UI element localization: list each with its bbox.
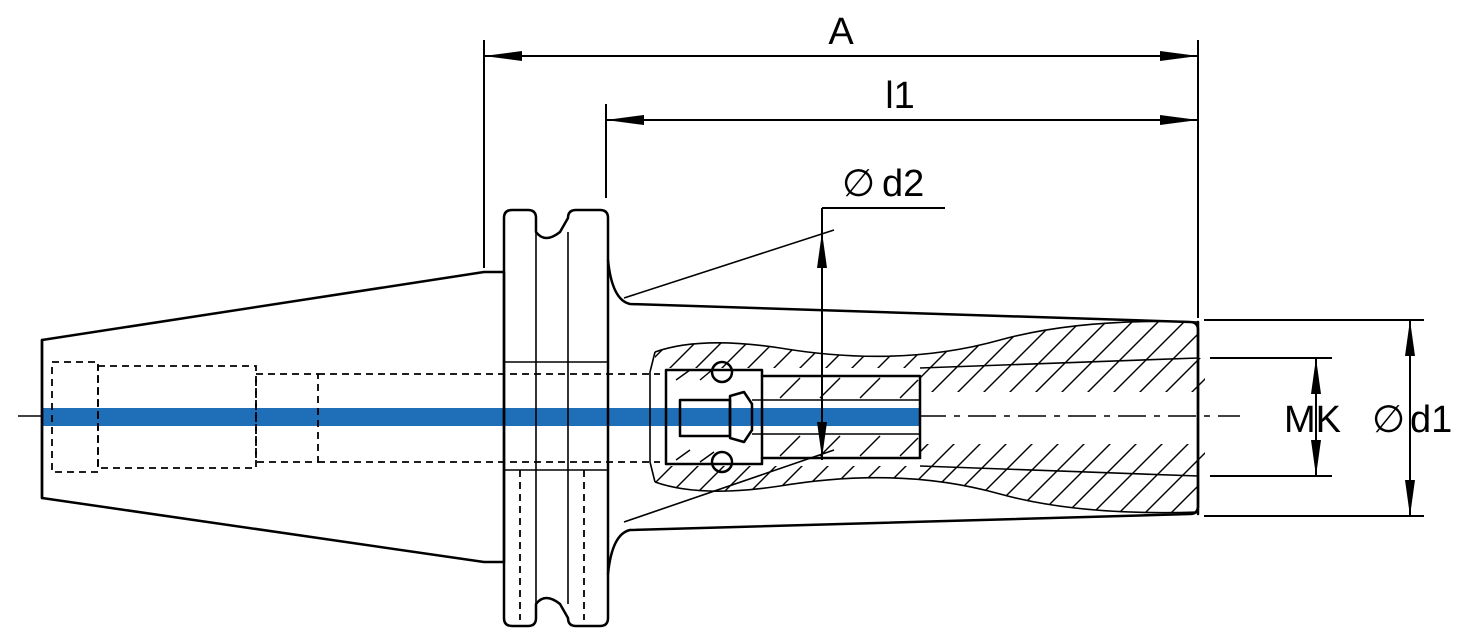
- hatch-line: [1027, 444, 1119, 513]
- hatch-line: [871, 444, 963, 513]
- label-d1: d1: [1410, 399, 1452, 441]
- hatch-line: [793, 444, 885, 513]
- label-mk: MK: [1284, 399, 1341, 441]
- hatch-line: [767, 444, 859, 513]
- hatch-line: [845, 444, 937, 513]
- coolant-channel: [42, 408, 920, 426]
- hatch-line: [949, 444, 1041, 513]
- hatch-line: [975, 444, 1067, 513]
- hatch-line: [1105, 321, 1197, 392]
- label-l1: l1: [885, 75, 915, 117]
- mk-bore-top: [919, 357, 1199, 369]
- dimension-d2: ∅ d2: [623, 163, 945, 523]
- dimension-a: A: [483, 11, 1199, 318]
- hatch-line: [689, 444, 781, 513]
- taper-hidden-bores: [51, 361, 660, 473]
- mk-bore-bottom: [919, 465, 1199, 477]
- hatch-line: [655, 444, 677, 513]
- hatch-line: [1001, 321, 1093, 392]
- label-d2: d2: [882, 163, 924, 205]
- hatch-line: [663, 321, 755, 392]
- hatch-line: [1001, 444, 1093, 513]
- hatch-line: [923, 321, 1015, 392]
- hatch-line: [663, 444, 755, 513]
- hatch-line: [655, 444, 703, 513]
- diameter-symbol-d2: ∅: [842, 163, 875, 205]
- hatch-line: [741, 321, 833, 392]
- hatch-line: [975, 321, 1067, 392]
- stop-screw: [664, 360, 922, 474]
- hatch-line: [1027, 321, 1119, 392]
- hatch-line: [560, 310, 650, 400]
- hatch-line: [655, 321, 677, 392]
- hatch-line: [655, 321, 703, 392]
- hatch-line: [949, 321, 1041, 392]
- hatch-line: [1210, 310, 1300, 400]
- hatch-line: [689, 321, 781, 392]
- hatch-line: [1105, 444, 1197, 513]
- hatch-line: [871, 321, 963, 392]
- dimension-l1: l1: [605, 75, 1198, 198]
- hatch-line: [1131, 321, 1205, 392]
- hatch-line: [655, 321, 729, 392]
- hatch-line: [1210, 436, 1300, 526]
- dimension-mk: MK: [1210, 357, 1341, 477]
- hatch-line: [1053, 321, 1145, 392]
- hatch-line: [560, 436, 650, 526]
- flange: [502, 208, 610, 628]
- dimension-d1: ∅ d1: [1204, 319, 1452, 517]
- hatch-line: [1157, 321, 1205, 392]
- diameter-symbol-d1: ∅: [1372, 399, 1405, 441]
- hatch-line: [1157, 444, 1205, 513]
- label-a: A: [828, 11, 854, 53]
- hatch-line: [1079, 321, 1171, 392]
- hatch-line: [1131, 444, 1205, 513]
- hatch-line: [897, 444, 989, 513]
- hatch-line: [1183, 321, 1205, 392]
